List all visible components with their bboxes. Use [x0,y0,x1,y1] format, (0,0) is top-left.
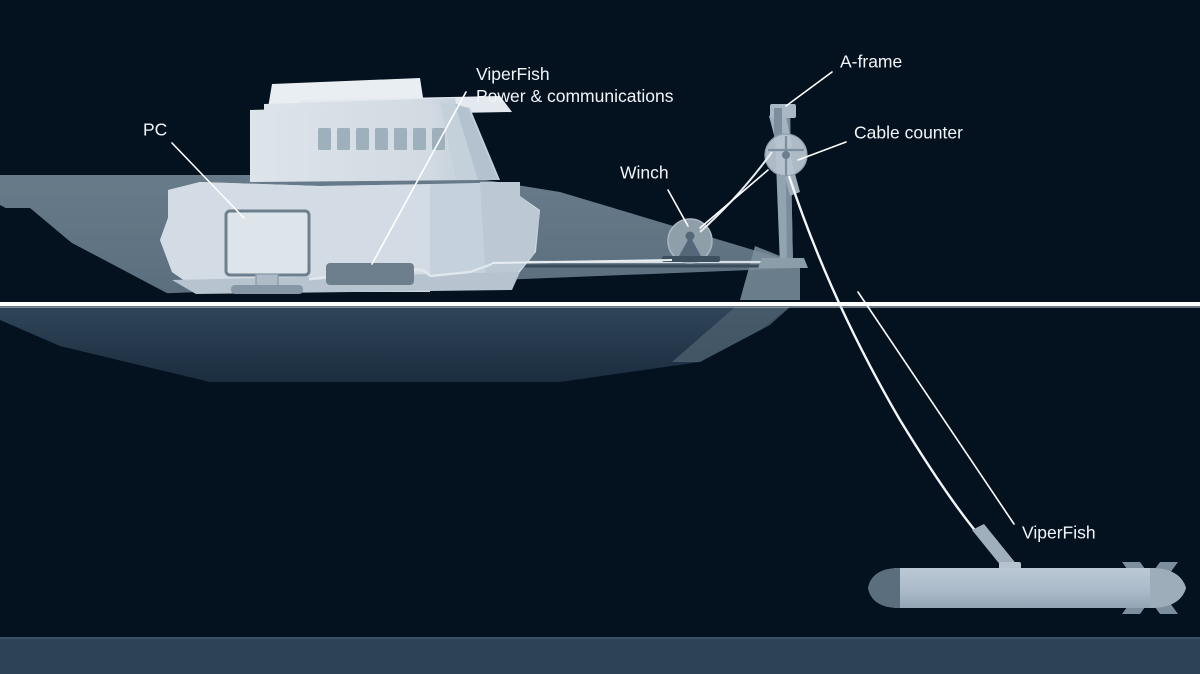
bridge-window [337,128,350,150]
tow-cable-winch-to-sheave [699,151,773,233]
cable-counter-hub [782,151,790,159]
pc-monitor-screen [224,209,311,277]
bridge-window [394,128,407,150]
bridge-window [318,128,331,150]
power-comms-box [326,263,414,285]
seabed-strip [0,637,1200,674]
winch-hub [685,231,695,241]
leader-line-winch-left [667,189,689,227]
viperfish-nose-cone [868,568,900,608]
ship-superstructure [250,78,512,182]
power-comms-unit [326,262,493,285]
waterline-shadow [0,306,1200,308]
bridge-window [356,128,369,150]
tow-cable-deck-run [491,259,673,264]
viperfish-tow-mast [972,524,1018,572]
pc-monitor-base [231,285,303,294]
power-comms-cable [413,268,432,277]
leader-line-a-frame [785,71,833,107]
waterline-band [0,302,1200,306]
tow-cable-system [491,151,991,549]
leader-line-pc [171,142,245,219]
callout-labels: PC ViperFish Power & communications Winc… [143,52,1096,543]
cable-counter-assembly [764,133,808,177]
label-a-frame: A-frame [840,52,902,72]
hull-stern-underwater-flare [672,307,790,362]
a-frame-base [758,258,808,268]
seabed-edge [0,637,1200,639]
bridge-window [375,128,388,150]
label-winch: Winch [620,163,669,183]
hull-below-waterline [0,307,790,382]
viperfish-body [868,568,1186,608]
label-viperfish-power-line1: ViperFish [476,64,550,84]
deckhouse-side-shadow [455,104,498,180]
winch-frame [678,236,702,258]
label-viperfish-power-line2: Power & communications [476,86,674,106]
winch-base [662,256,720,262]
waterline [0,302,1200,308]
label-cable-counter: Cable counter [854,123,963,143]
leader-line-power-comms [371,91,467,265]
viperfish-tail [1150,568,1186,608]
bridge-window [432,128,445,150]
leader-line-viperfish [857,291,1015,525]
tow-cable-underwater [787,175,991,549]
viperfish-vehicle [868,524,1186,614]
power-comms-deck-cable [429,262,493,278]
leader-line-cable-counter [797,141,847,161]
callout-leader-lines [171,71,1015,525]
label-viperfish-vehicle: ViperFish [1022,523,1096,543]
winch-drum-rim [667,218,713,264]
pc-workstation [224,209,331,294]
leader-line-winch-right [699,169,769,229]
cutaway-panel-shadow [480,182,540,282]
a-frame-head [770,104,796,118]
a-frame-head-slot [774,108,782,142]
bridge-window [413,128,426,150]
label-pc: PC [143,120,167,140]
bridge-windows [318,128,445,150]
hull-bow-shadow [0,205,180,300]
